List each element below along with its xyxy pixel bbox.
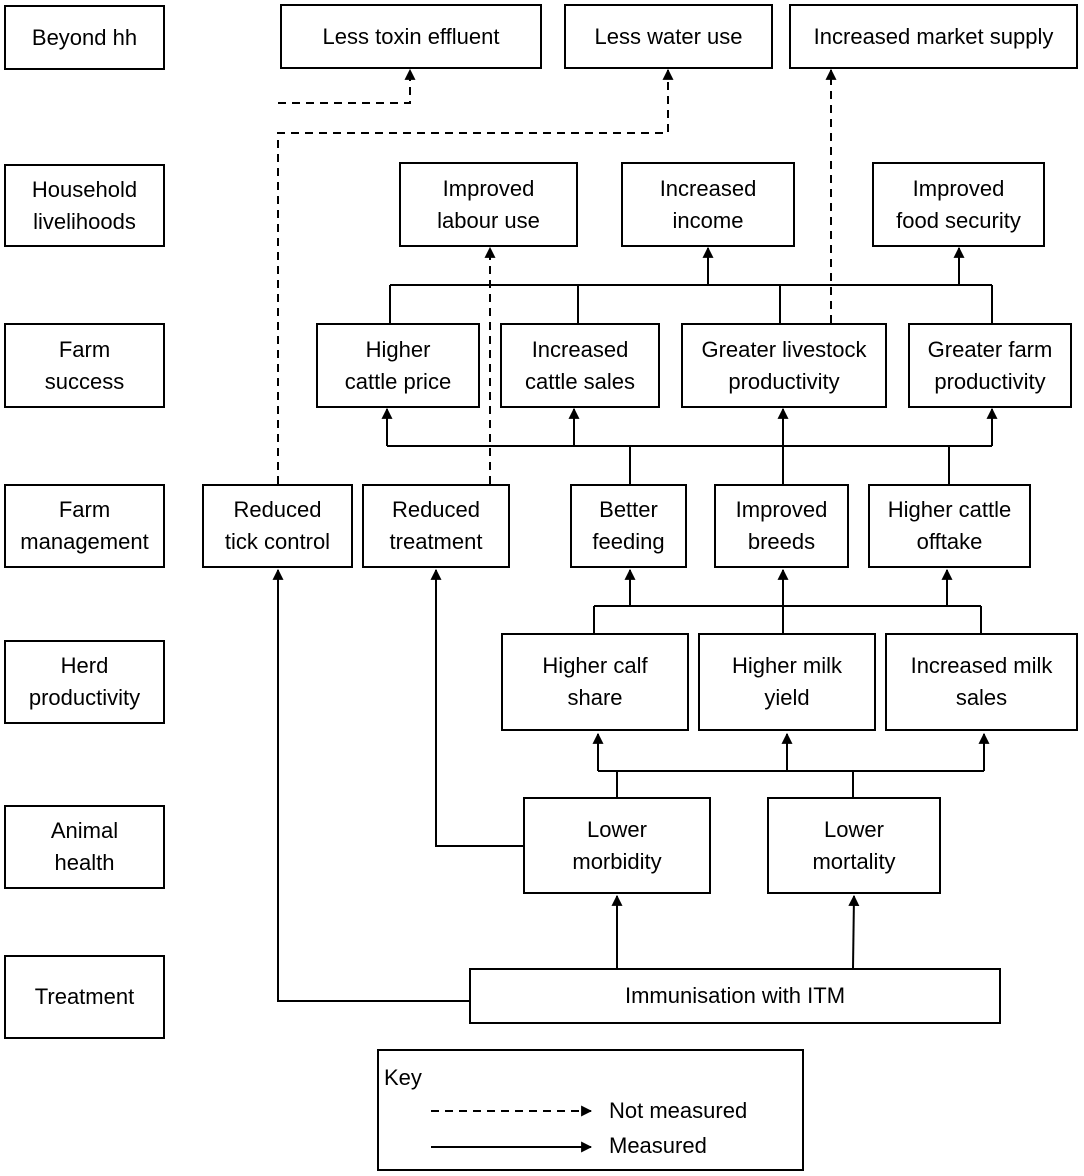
node-greater-farm-productivity: Greater farm productivity (908, 323, 1072, 408)
node-better-feeding: Better feeding (570, 484, 687, 568)
row-label-farm-success: Farm success (4, 323, 165, 408)
node-greater-livestock-productivity: Greater livestock productivity (681, 323, 887, 408)
legend-title: Key (384, 1065, 422, 1090)
row-label-treatment: Treatment (4, 955, 165, 1039)
node-lower-morbidity: Lower morbidity (523, 797, 711, 894)
node-improved-food-security: Improved food security (872, 162, 1045, 247)
node-increased-milk-sales: Increased milk sales (885, 633, 1078, 731)
node-reduced-tick-control: Reduced tick control (202, 484, 353, 568)
node-higher-milk-yield: Higher milk yield (698, 633, 876, 731)
edge-itm-to-reduced-tick-control (272, 568, 469, 1002)
node-increased-market-supply: Increased market supply (789, 4, 1078, 69)
row-label-farm-management: Farm management (4, 484, 165, 568)
node-increased-income: Increased income (621, 162, 795, 247)
node-less-toxin-effluent: Less toxin effluent (280, 4, 542, 69)
edge-reduced-tick-control-to-beyond-hh (277, 68, 674, 484)
row-label-beyond-hh: Beyond hh (4, 5, 165, 70)
node-improved-breeds: Improved breeds (714, 484, 849, 568)
node-higher-cattle-price: Higher cattle price (316, 323, 480, 408)
node-higher-cattle-offtake: Higher cattle offtake (868, 484, 1031, 568)
row-label-household-livelihoods: Household livelihoods (4, 164, 165, 247)
edge-branch-to-less-toxin-effluent (278, 68, 416, 104)
row-label-animal-health: Animal health (4, 805, 165, 889)
edge-lower-morbidity-to-reduced-treatment (430, 568, 523, 847)
node-higher-calf-share: Higher calf share (501, 633, 689, 731)
legend-swatches (431, 1105, 593, 1153)
node-reduced-treatment: Reduced treatment (362, 484, 510, 568)
legend-key: Key Not measured Measured (377, 1049, 804, 1171)
row-label-herd-productivity: Herd productivity (4, 640, 165, 724)
node-improved-labour-use: Improved labour use (399, 162, 578, 247)
node-increased-cattle-sales: Increased cattle sales (500, 323, 660, 408)
legend-label-measured: Measured (609, 1133, 707, 1158)
edge-itm-to-lower-mortality (848, 894, 860, 969)
legend-label-not-measured: Not measured (609, 1098, 748, 1123)
node-lower-mortality: Lower mortality (767, 797, 941, 894)
node-immunisation-with-itm: Immunisation with ITM (469, 968, 1001, 1024)
node-less-water-use: Less water use (564, 4, 773, 69)
